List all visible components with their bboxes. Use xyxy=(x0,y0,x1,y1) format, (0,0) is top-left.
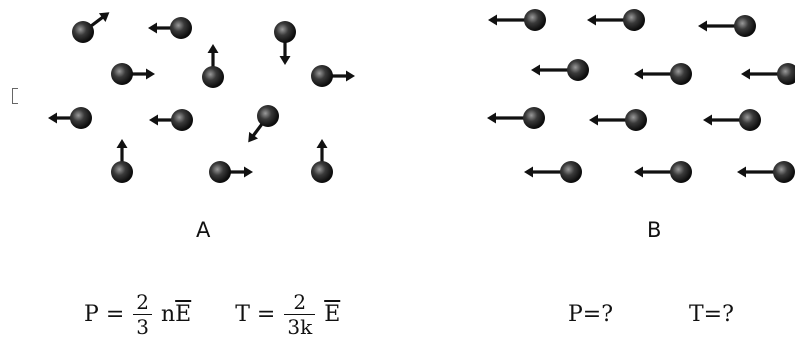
molecule-ball xyxy=(70,107,92,129)
b-molecule-4 xyxy=(531,59,589,81)
velocity-arrow-head xyxy=(316,139,328,148)
b-molecule-1 xyxy=(488,9,546,31)
molecule-ball xyxy=(567,59,589,81)
velocity-arrow-head xyxy=(116,139,128,148)
velocity-arrow-head xyxy=(587,14,596,26)
b-molecule-5 xyxy=(634,63,692,85)
b-molecule-8 xyxy=(589,109,647,131)
molecule-ball xyxy=(257,105,279,127)
fraction-two-thirds: 2 3 xyxy=(133,290,152,339)
molecule-ball xyxy=(734,15,756,37)
velocity-arrow-head xyxy=(488,14,497,26)
molecule-ball xyxy=(739,109,761,131)
pressure-symbol: P xyxy=(84,301,99,327)
molecule-ball xyxy=(524,9,546,31)
a-molecule-2 xyxy=(148,17,192,39)
molecule-ball xyxy=(202,66,224,88)
a-molecule-10 xyxy=(248,105,279,143)
fraction-two-over-3k: 2 3k xyxy=(284,290,316,339)
fraction-numerator: 2 xyxy=(133,290,152,315)
velocity-arrow-head xyxy=(531,64,540,76)
b-molecule-10 xyxy=(524,161,582,183)
velocity-arrow-head xyxy=(737,166,746,178)
a-molecule-7 xyxy=(209,161,253,183)
a-molecule-9 xyxy=(149,109,193,131)
velocity-arrow-head xyxy=(698,20,707,32)
molecule-ball xyxy=(311,65,333,87)
formula-b-pressure: P=? xyxy=(568,302,614,327)
mean-energy-symbol: E xyxy=(324,301,341,327)
stray-bracket-mark xyxy=(12,88,18,104)
molecule-ball xyxy=(670,63,692,85)
a-molecule-1 xyxy=(72,12,110,43)
velocity-arrow-head xyxy=(248,131,258,143)
molecule-ball xyxy=(209,161,231,183)
b-molecule-6 xyxy=(741,63,795,85)
velocity-arrow-head xyxy=(146,68,155,80)
velocity-arrow-head xyxy=(634,68,643,80)
mean-energy-symbol: E xyxy=(175,301,192,327)
fraction-denominator: 3 xyxy=(136,315,149,339)
b-molecule-7 xyxy=(487,107,545,129)
molecule-ball xyxy=(171,109,193,131)
a-molecule-5 xyxy=(111,63,155,85)
molecule-ball xyxy=(773,161,795,183)
velocity-arrow-head xyxy=(279,56,291,65)
formula-a-pressure: P = 2 3 nE xyxy=(84,290,198,339)
molecule-ball xyxy=(111,63,133,85)
equals-sign: = xyxy=(256,301,276,327)
a-molecule-12 xyxy=(311,65,355,87)
velocity-arrow-head xyxy=(524,166,533,178)
velocity-arrow-head xyxy=(741,68,750,80)
panel-a-label: A xyxy=(196,218,211,242)
velocity-arrow-head xyxy=(346,70,355,82)
b-molecule-11 xyxy=(634,161,692,183)
molecule-ball xyxy=(523,107,545,129)
velocity-arrow-head xyxy=(98,12,110,22)
molecule-ball xyxy=(777,63,795,85)
velocity-arrow-head xyxy=(487,112,496,124)
molecule-ball xyxy=(72,21,94,43)
velocity-arrow-head xyxy=(589,114,598,126)
molecule-ball xyxy=(170,17,192,39)
b-molecule-9 xyxy=(703,109,761,131)
fraction-numerator: 2 xyxy=(284,290,316,315)
b-molecule-2 xyxy=(587,9,645,31)
molecule-ball xyxy=(274,21,296,43)
temperature-symbol: T xyxy=(235,301,250,327)
molecule-ball xyxy=(311,161,333,183)
velocity-arrow-head xyxy=(207,44,219,53)
formula-a-temperature: T = 2 3k E xyxy=(235,290,341,339)
panel-b-directed-motion xyxy=(487,9,795,183)
a-molecule-4 xyxy=(274,21,296,65)
b-molecule-3 xyxy=(698,15,756,37)
velocity-arrow-head xyxy=(149,114,158,126)
panel-b-label: B xyxy=(647,218,662,242)
molecule-ball xyxy=(670,161,692,183)
velocity-arrow-head xyxy=(244,166,253,178)
velocity-arrow-head xyxy=(634,166,643,178)
number-density-symbol: n xyxy=(160,301,176,327)
molecule-ball xyxy=(560,161,582,183)
molecule-ball xyxy=(111,161,133,183)
velocity-arrow-head xyxy=(148,22,157,34)
b-molecule-12 xyxy=(737,161,795,183)
molecule-ball xyxy=(623,9,645,31)
a-molecule-8 xyxy=(48,107,92,129)
molecule-ball xyxy=(625,109,647,131)
formula-a: P = 2 3 nE T = 2 3k E xyxy=(84,290,340,339)
panel-a-random-motion xyxy=(48,12,355,183)
equals-sign: = xyxy=(105,301,125,327)
formula-b-temperature: T=? xyxy=(689,302,734,327)
a-molecule-11 xyxy=(311,139,333,183)
velocity-arrow-head xyxy=(703,114,712,126)
a-molecule-6 xyxy=(111,139,133,183)
velocity-arrow-head xyxy=(48,112,57,124)
a-molecule-3 xyxy=(202,44,224,88)
fraction-denominator: 3k xyxy=(287,315,313,339)
